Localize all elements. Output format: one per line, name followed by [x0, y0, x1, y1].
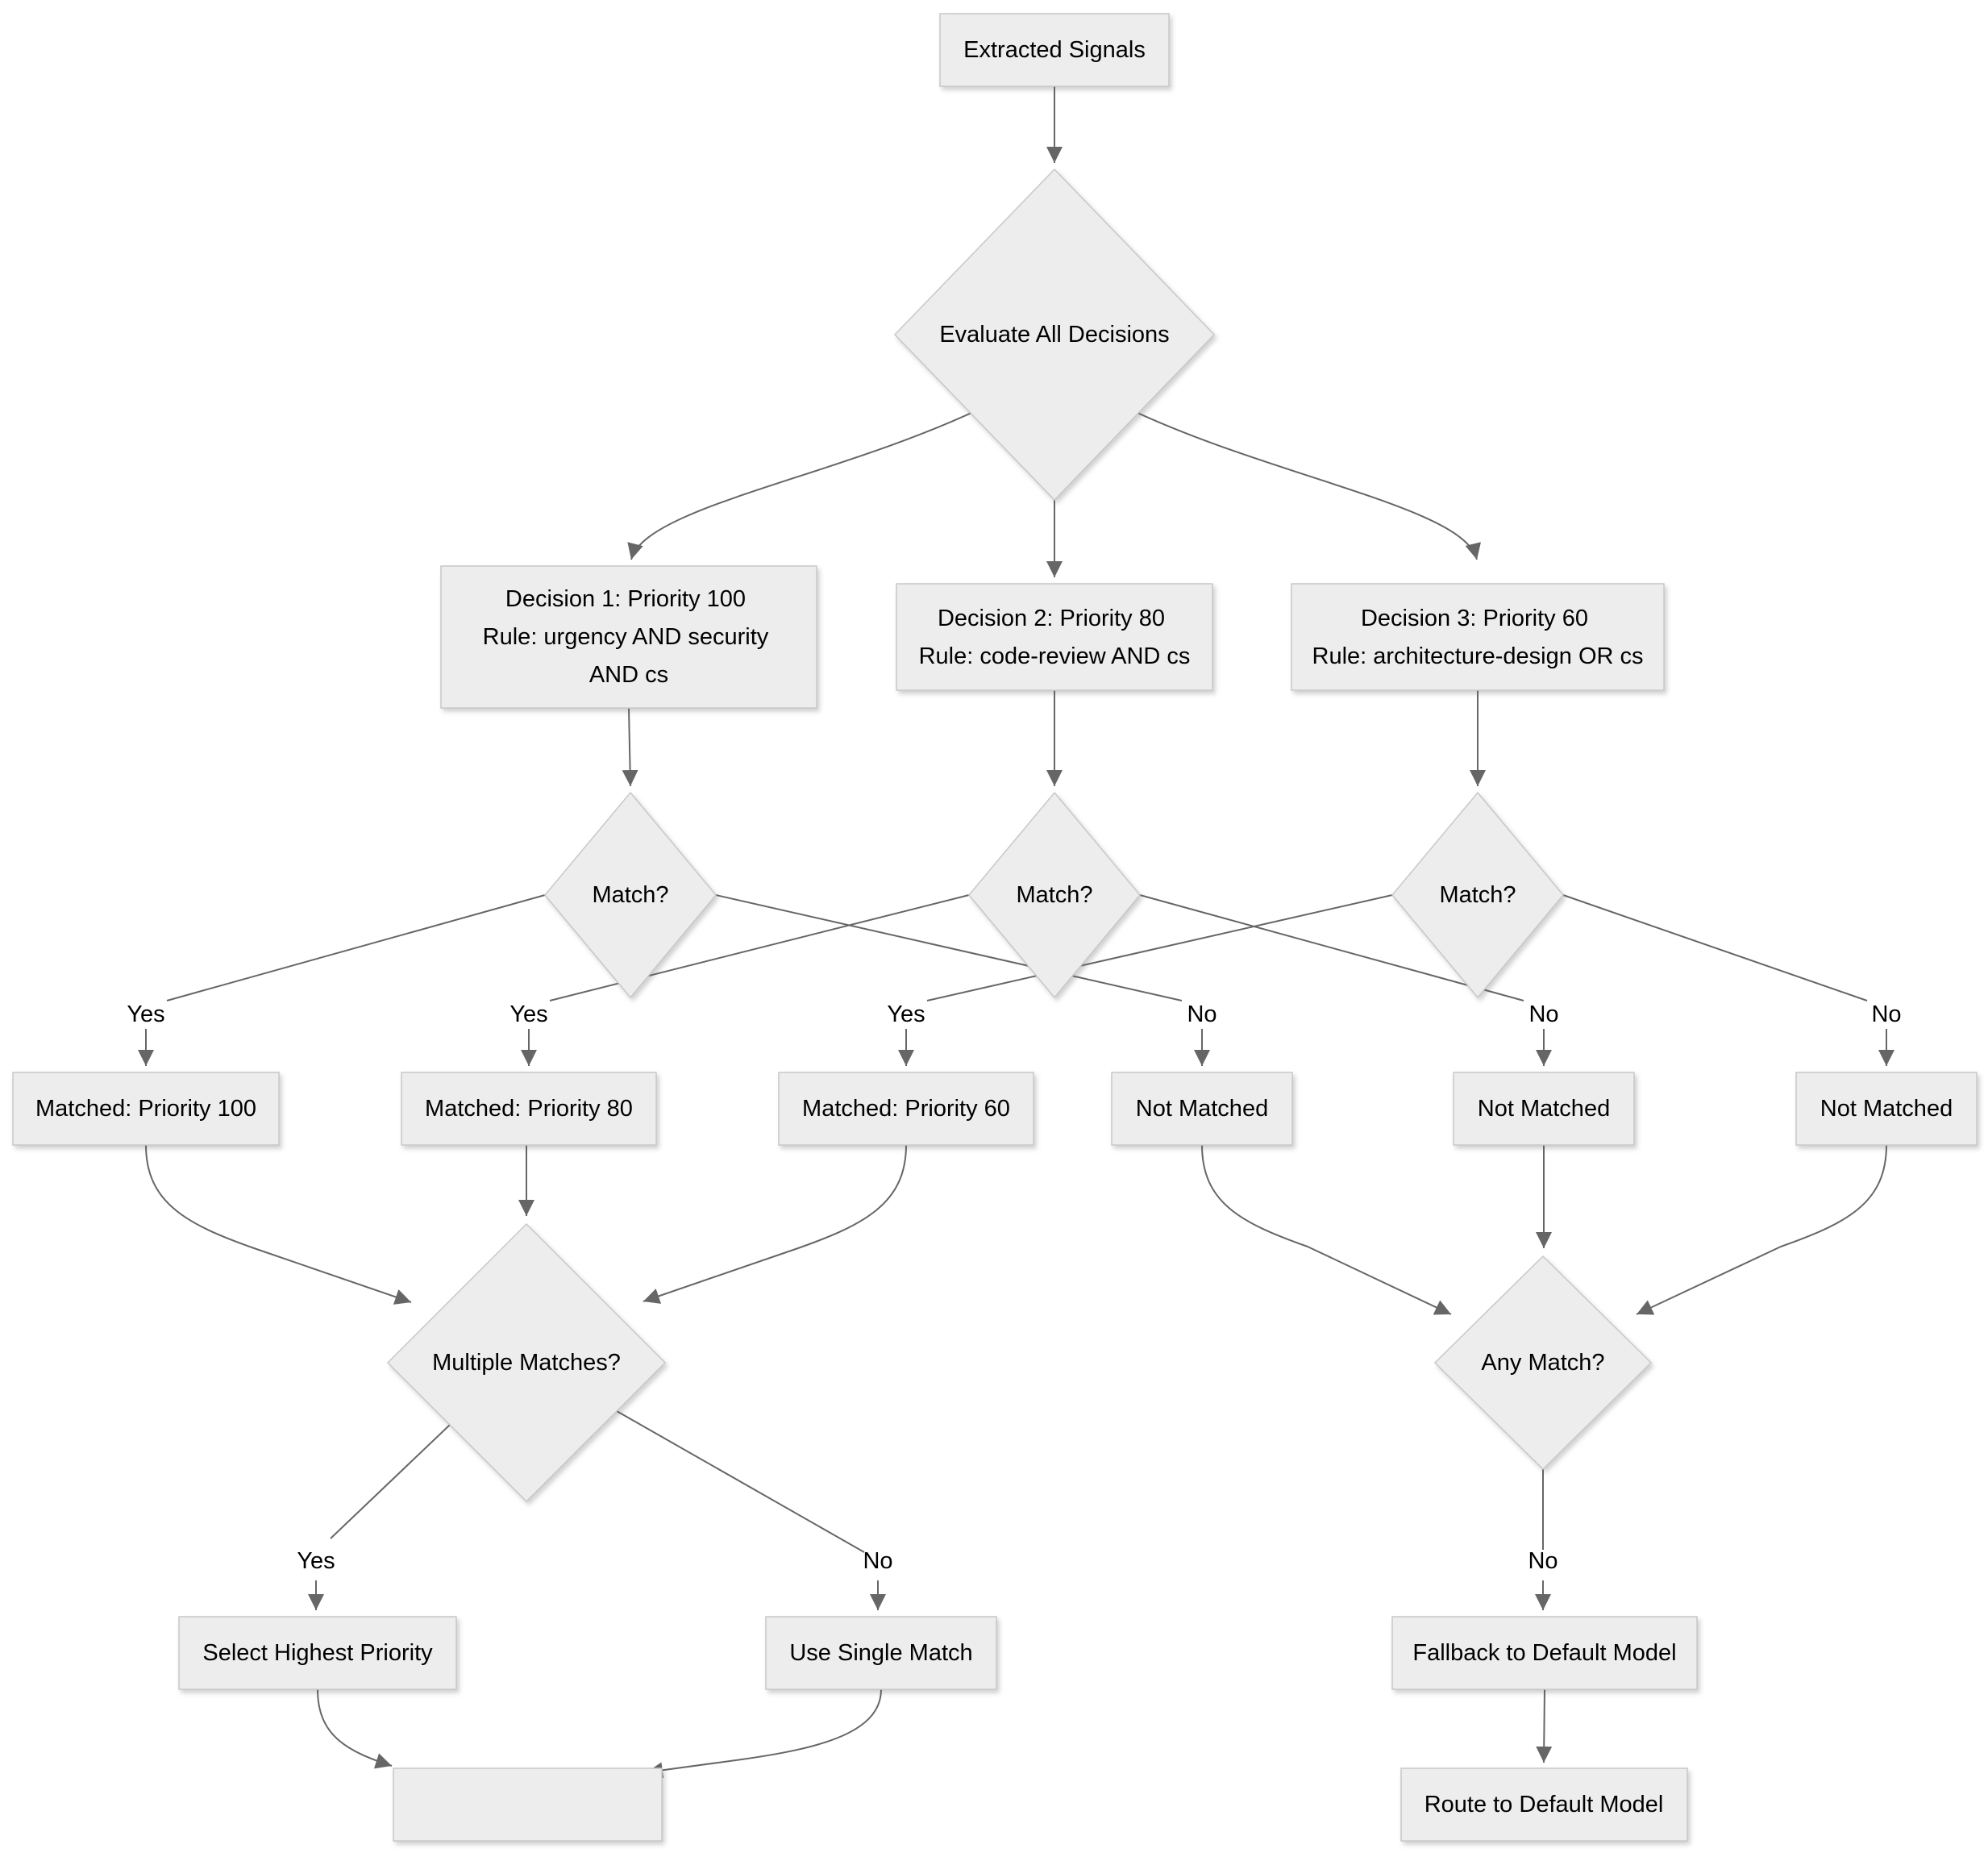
not-matched-2-shape [1453, 1072, 1635, 1146]
match-3-shape [1391, 791, 1564, 999]
edge-evaluate-to-decision1 [627, 406, 986, 560]
node-extracted-signals: Extracted Signals [939, 13, 1170, 87]
edge-label-match1-yes: Yes [127, 1001, 164, 1027]
node-match-2: Match? [968, 791, 1141, 999]
not-matched-1-shape [1111, 1072, 1293, 1146]
edge-select-to-execute [317, 1688, 393, 1769]
select-highest-priority-label: Select Highest Priority [202, 1640, 433, 1666]
fallback-to-default-model-label: Fallback to Default Model [1412, 1640, 1676, 1666]
decision-3-shape [1291, 583, 1665, 691]
extracted-signals-label: Extracted Signals [963, 37, 1146, 63]
edge-match1-no-line [715, 894, 1183, 1001]
not-matched-3-label: Not Matched [1820, 1096, 1953, 1122]
multiple-matches-label: Multiple Matches? [432, 1350, 621, 1376]
node-match-3: Match? [1391, 791, 1564, 999]
edge-label-match3-yes: Yes [887, 1001, 925, 1027]
edge-label-match2-yes: Yes [509, 1001, 547, 1027]
any-match-shape [1433, 1255, 1653, 1471]
node-matched-priority-80: Matched: Priority 80 [401, 1072, 657, 1146]
evaluate-all-decisions-label: Evaluate All Decisions [939, 322, 1169, 348]
node-route-to-default-model: Route to Default Model [1400, 1767, 1688, 1842]
extracted-signals-shape [939, 13, 1170, 87]
node-execute-plugin-chain [393, 1767, 663, 1842]
decision-3-label: Decision 3: Priority 60 Rule: architectu… [1312, 606, 1644, 669]
matched-priority-60-label: Matched: Priority 60 [802, 1096, 1010, 1122]
edge-label-multiple-yes: Yes [297, 1548, 335, 1574]
matched-priority-80-shape [401, 1072, 657, 1146]
edge-evaluate-to-decision3 [1123, 406, 1481, 560]
node-use-single-match: Use Single Match [765, 1616, 997, 1690]
edge-layer [138, 86, 1894, 1779]
edge-label-match3-no: No [1871, 1001, 1901, 1027]
node-decision-3: Decision 3: Priority 60 Rule: architectu… [1291, 583, 1665, 691]
execute-plugin-chain-shape [393, 1767, 663, 1842]
match-2-label: Match? [1016, 882, 1092, 908]
route-to-default-model-shape [1400, 1767, 1688, 1842]
edge-match3-no-line [1562, 894, 1868, 1001]
not-matched-2-label: Not Matched [1478, 1096, 1610, 1122]
edge-multiple-yes-line [330, 1424, 451, 1539]
match-1-shape [544, 791, 717, 999]
match-3-label: Match? [1439, 882, 1516, 908]
evaluate-all-decisions-shape [893, 168, 1216, 502]
node-any-match: Any Match? [1433, 1255, 1653, 1471]
edge-notmatched1-to-any [1201, 1144, 1452, 1315]
fallback-to-default-model-shape [1391, 1616, 1698, 1690]
edge-label-multiple-no: No [863, 1548, 892, 1574]
not-matched-1-label: Not Matched [1136, 1096, 1268, 1122]
edge-label-match1-no: No [1187, 1001, 1217, 1027]
edge-label-any-no: No [1528, 1548, 1558, 1574]
node-fallback-to-default-model: Fallback to Default Model [1391, 1616, 1698, 1690]
node-evaluate-all-decisions: Evaluate All Decisions [893, 168, 1216, 502]
decision-2-shape [896, 583, 1213, 691]
node-decision-1: Decision 1: Priority 100 Rule: urgency A… [440, 565, 817, 709]
edge-single-to-execute [646, 1688, 882, 1779]
node-matched-priority-100: Matched: Priority 100 [12, 1072, 280, 1146]
use-single-match-label: Use Single Match [789, 1640, 972, 1666]
edge-label-layer: Yes Yes Yes No No No Yes No No [127, 1001, 1901, 1574]
matched-priority-100-shape [12, 1072, 280, 1146]
node-match-1: Match? [544, 791, 717, 999]
node-select-highest-priority: Select Highest Priority [178, 1616, 457, 1690]
use-single-match-shape [765, 1616, 997, 1690]
edge-matched60-to-multiple [643, 1144, 907, 1304]
decision-1-shape [440, 565, 817, 709]
node-matched-priority-60: Matched: Priority 60 [778, 1072, 1034, 1146]
match-1-label: Match? [592, 882, 668, 908]
matched-priority-60-shape [778, 1072, 1034, 1146]
match-2-shape [968, 791, 1141, 999]
edge-match1-yes-line [166, 894, 546, 1001]
not-matched-3-shape [1795, 1072, 1978, 1146]
edge-multiple-no-line [616, 1410, 865, 1553]
node-decision-2: Decision 2: Priority 80 Rule: code-revie… [896, 583, 1213, 691]
edge-match2-no-line [1139, 894, 1524, 1001]
node-multiple-matches: Multiple Matches? [386, 1222, 667, 1503]
decision-2-label: Decision 2: Priority 80 Rule: code-revie… [919, 606, 1191, 669]
decision-1-label: Decision 1: Priority 100 Rule: urgency A… [483, 586, 776, 688]
edge-decision1-to-match1 [622, 707, 638, 787]
node-not-matched-2: Not Matched [1453, 1072, 1635, 1146]
edge-label-match2-no: No [1528, 1001, 1558, 1027]
route-to-default-model-label: Route to Default Model [1424, 1792, 1664, 1817]
edge-notmatched3-to-any [1636, 1144, 1887, 1315]
matched-priority-80-label: Matched: Priority 80 [425, 1096, 633, 1122]
multiple-matches-shape [386, 1222, 667, 1503]
any-match-label: Any Match? [1481, 1350, 1604, 1376]
edge-match3-yes-line [926, 894, 1393, 1001]
matched-priority-100-label: Matched: Priority 100 [35, 1096, 256, 1122]
node-not-matched-1: Not Matched [1111, 1072, 1293, 1146]
node-not-matched-3: Not Matched [1795, 1072, 1978, 1146]
select-highest-priority-shape [178, 1616, 457, 1690]
edge-matched100-to-multiple [145, 1144, 412, 1305]
edge-fallback-to-route [1536, 1688, 1553, 1763]
